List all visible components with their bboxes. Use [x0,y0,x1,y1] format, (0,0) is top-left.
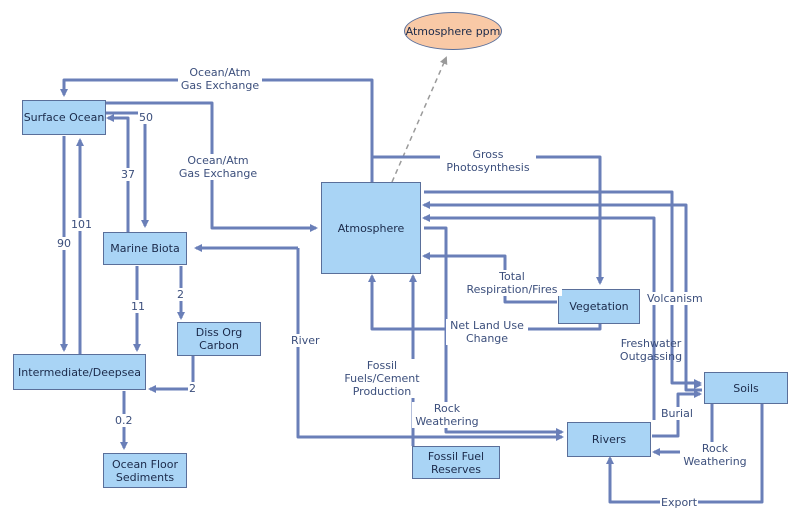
label-export: Export [660,496,699,509]
arrow-doc-to-deep [148,354,195,393]
label-gross-photosynthesis: Gross Photosynthesis [440,148,536,174]
atmosphere-ppm-node[interactable]: Atmosphere ppm [404,12,502,50]
arrow-atm-to-ppm [391,56,448,183]
fossil-fuel-reserves-node[interactable]: Fossil Fuel Reserves [412,446,500,479]
marine-biota-node[interactable]: Marine Biota [103,232,187,265]
label-total-respiration-fires: Total Respiration/Fires [462,270,562,296]
arrow-freshwater-outgassing [422,214,656,420]
label-50: 50 [138,111,154,124]
surface-ocean-node[interactable]: Surface Ocean [22,100,106,135]
arrow-soils-from-atm [424,190,702,387]
label-2-doc: 2 [176,288,185,301]
label-rock-weathering-mid: Rock Weathering [412,402,482,428]
ocean-floor-sediments-node[interactable]: Ocean Floor Sediments [103,453,187,488]
label-net-land-use-change: Net Land Use Change [446,319,528,345]
vegetation-node[interactable]: Vegetation [558,289,640,324]
atmosphere-node[interactable]: Atmosphere [321,182,421,274]
label-2-deep: 2 [188,382,197,395]
intermediate-deepsea-node[interactable]: Intermediate/Deepsea [13,354,146,390]
label-river: River [290,334,321,347]
arrow-rivers-to-biota [296,248,564,441]
rivers-node[interactable]: Rivers [567,422,651,457]
label-fossil-fuels-cement-production: Fossil Fuels/Cement Production [332,359,432,398]
label-90: 90 [56,237,72,250]
label-ocean-atm-gas-exchange-mid: Ocean/Atm Gas Exchange [176,154,260,180]
label-11: 11 [130,300,146,313]
label-0-2: 0.2 [114,414,134,427]
arrow-biota-to-surface [106,114,130,232]
label-37: 37 [120,168,136,181]
label-rock-weathering-soils: Rock Weathering [680,442,750,468]
label-101: 101 [70,218,93,231]
label-burial: Burial [660,407,694,420]
label-ocean-atm-gas-exchange-top: Ocean/Atm Gas Exchange [178,66,262,92]
diss-org-carbon-node[interactable]: Diss Org Carbon [177,322,261,356]
soils-node[interactable]: Soils [704,372,788,404]
label-volcanism: Volcanism [646,292,704,305]
label-freshwater-outgassing: Freshwater Outgassing [619,337,683,363]
